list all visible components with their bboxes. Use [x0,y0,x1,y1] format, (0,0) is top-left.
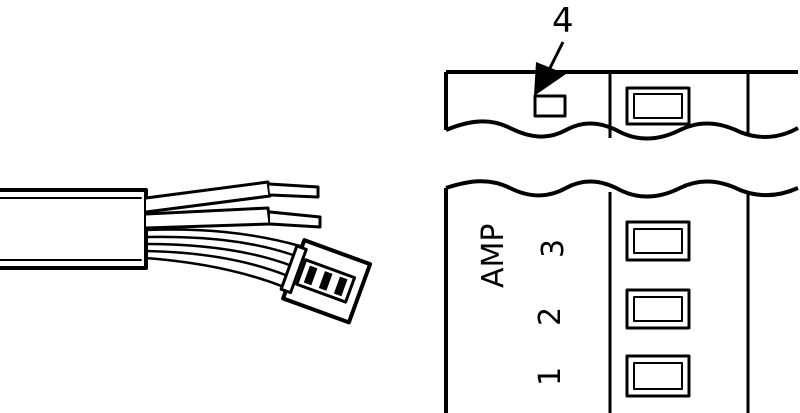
pin-label-2: 2 [533,307,568,326]
pin-label-1: 1 [533,367,568,386]
cable-jacket [0,188,148,270]
callout-4: 4 [534,1,574,96]
wire-plug [279,238,373,325]
contact-slot-pin-2 [625,288,691,330]
latch-window [533,94,567,118]
callout-arrowhead [534,62,566,96]
contact-slot-pin-3 [625,220,691,262]
brand-label: AMP [476,224,511,289]
connector-header [444,70,799,413]
callout-number: 4 [552,1,574,41]
pin-label-3: 3 [536,239,571,258]
cable-assembly [0,180,373,325]
contact-slot-pin-1 [625,354,691,398]
ribbon-wires [144,228,302,289]
upper-wire-top [144,180,320,214]
upper-wire-bottom [144,206,322,230]
header-bottom-fragment [444,179,799,413]
header-top-fragment [444,70,799,141]
contact-slot-top [625,86,691,126]
